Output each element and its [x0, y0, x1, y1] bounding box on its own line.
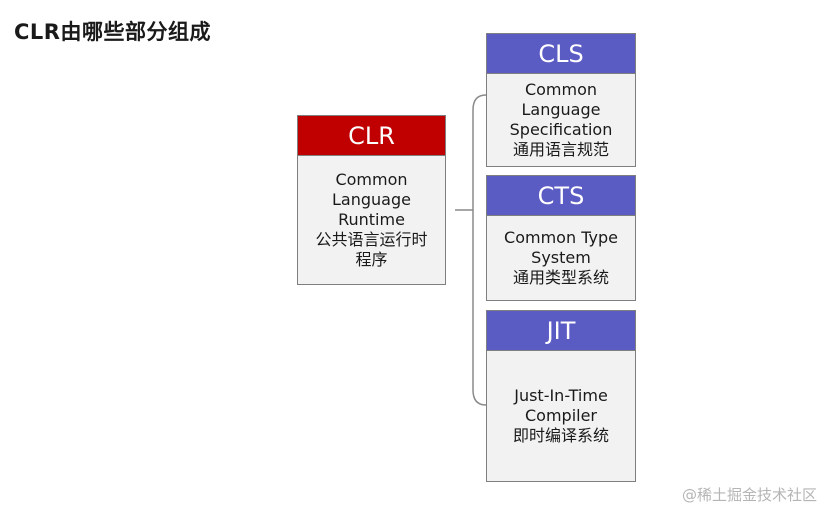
jit-line: Compiler [524, 406, 597, 425]
clr-line: Runtime [338, 210, 405, 229]
cls-line: Specification [509, 120, 613, 139]
cls-box: CLS Common Language Specification 通用语言规范 [486, 33, 636, 167]
clr-box-body: Common Language Runtime 公共语言运行时 程序 [298, 156, 445, 284]
cts-box: CTS Common Type System 通用类型系统 [486, 175, 636, 301]
jit-line: 即时编译系统 [512, 426, 609, 445]
clr-box: CLR Common Language Runtime 公共语言运行时 程序 [297, 115, 446, 285]
cls-line: Language [521, 100, 601, 119]
clr-box-header: CLR [298, 116, 445, 156]
cls-box-body: Common Language Specification 通用语言规范 [487, 74, 635, 166]
page-title: CLR由哪些部分组成 [14, 20, 211, 44]
jit-line: Just-In-Time [514, 386, 608, 405]
jit-box: JIT Just-In-Time Compiler 即时编译系统 [486, 310, 636, 482]
cts-box-header: CTS [487, 176, 635, 216]
bracket-curve [472, 94, 487, 406]
clr-line: 公共语言运行时 [315, 230, 428, 249]
jit-box-body: Just-In-Time Compiler 即时编译系统 [487, 351, 635, 481]
watermark: @稀土掘金技术社区 [681, 486, 817, 504]
clr-line: Common [335, 170, 408, 189]
cls-line: 通用语言规范 [512, 140, 609, 159]
cts-line: 通用类型系统 [512, 268, 609, 287]
cls-box-header: CLS [487, 34, 635, 74]
cls-line: Common [524, 80, 598, 99]
jit-box-header: JIT [487, 311, 635, 351]
cts-box-body: Common Type System 通用类型系统 [487, 216, 635, 300]
cts-line: System [531, 248, 591, 267]
cts-line: Common Type [504, 228, 618, 247]
clr-line: 程序 [355, 250, 388, 269]
clr-line: Language [332, 190, 411, 209]
